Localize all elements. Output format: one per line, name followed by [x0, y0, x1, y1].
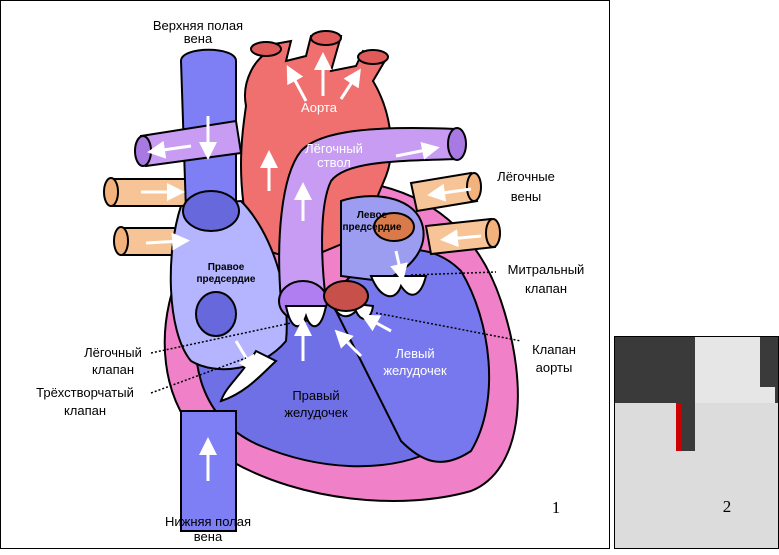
cropped-image: 2 — [615, 337, 779, 549]
cropped-image-panel: 2 — [614, 336, 779, 549]
mitral-label-line2: клапан — [525, 281, 567, 296]
tricuspid-label-line1: Трёхстворчатый — [36, 385, 134, 400]
pulm-trunk-label-line1: Лёгочный — [305, 141, 363, 156]
svc-label-line2: вена — [184, 31, 213, 46]
right-atrium-label-line2: предсердие — [197, 274, 256, 285]
left-ventricle-label-line2: желудочек — [383, 363, 447, 378]
ivc-label-line2: вена — [194, 529, 223, 544]
red-marker — [676, 403, 681, 451]
pulm-veins-label-line2: вены — [511, 189, 542, 204]
pulm-valve-label-line1: Лёгочный — [84, 345, 142, 360]
left-ventricle-label-line1: Левый — [395, 346, 434, 361]
tricuspid-label-line2: клапан — [64, 403, 106, 418]
heart-diagram: Верхняя полая вена Аорта Лёгочный ствол … — [1, 1, 611, 550]
pulm-trunk-label-line2: ствол — [317, 155, 351, 170]
heart-diagram-panel: Верхняя полая вена Аорта Лёгочный ствол … — [0, 0, 610, 549]
right-atrium-label-line1: Правое — [208, 262, 245, 273]
pulm-valve-label-line2: клапан — [92, 362, 134, 377]
pulm-veins-label-line1: Лёгочные — [497, 169, 555, 184]
mitral-label-line1: Митральный — [508, 262, 585, 277]
aorta-label: Аорта — [301, 100, 338, 115]
aortic-valve-label-line2: аорты — [536, 360, 573, 375]
left-atrium-label-line2: предсердие — [343, 222, 402, 233]
aortic-valve-label-line1: Клапан — [532, 342, 576, 357]
panel-number-1: 1 — [552, 498, 561, 517]
ivc-label-line1: Нижняя полая — [165, 514, 251, 529]
panel-number-2: 2 — [723, 497, 732, 516]
left-atrium-label-line1: Левое — [357, 210, 388, 221]
right-ventricle-label-line2: желудочек — [284, 405, 348, 420]
right-ventricle-label-line1: Правый — [292, 388, 339, 403]
